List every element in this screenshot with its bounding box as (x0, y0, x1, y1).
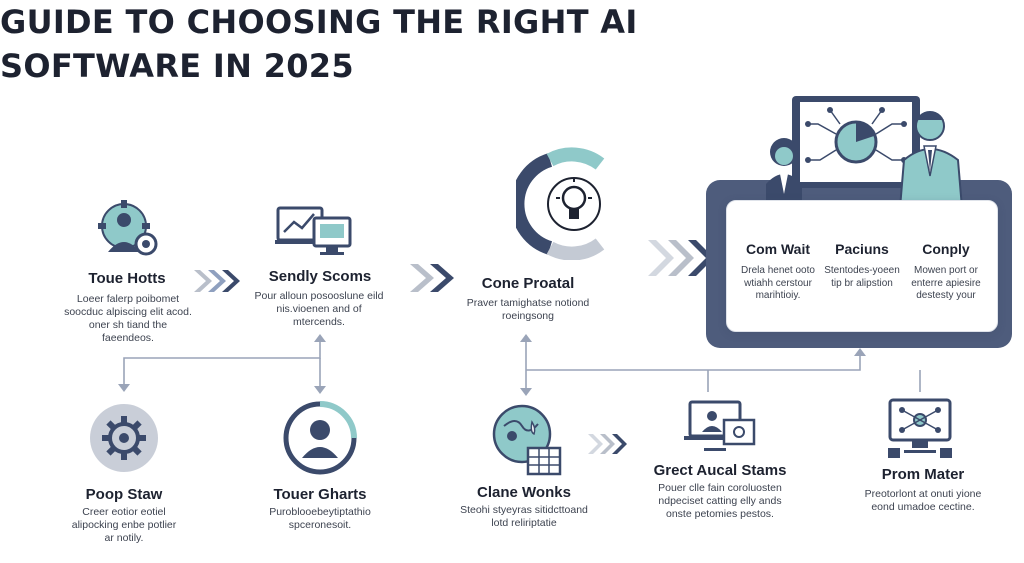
node-title-clane-wonks: Clane Wonks (477, 484, 571, 501)
node-desc-toue-hotts: Loeer falerp poibomet soocduc alpiscing … (64, 293, 192, 344)
chevron-arrows-icon (586, 432, 632, 456)
monitor-network-icon (884, 396, 956, 460)
card-column-com-wait: Com Wait Drela henet ooto wtiahh cerstou… (735, 241, 821, 303)
node-title-cone-proatal: Cone Proatal (481, 275, 575, 292)
node-desc-poop-staw: Creer eotior eotiel alipocking enbe potl… (71, 506, 177, 544)
card-column-paciuns: Paciuns Stentodes-yoeen tip br alipstion (819, 241, 905, 290)
monitor-chart-icon (274, 204, 354, 262)
node-title-sendly-scoms: Sendly Scoms (268, 268, 372, 285)
node-desc-clane-wonks: Steohi styeyras sitidcttoand lotd reliri… (460, 504, 588, 529)
presentation-screen-icon (790, 94, 922, 194)
chevron-arrows-icon (192, 268, 242, 294)
node-desc-grect-aucal-stams: Pouer clle fain coroluosten ndpeciset ca… (658, 482, 782, 520)
monitor-tools-icon (680, 398, 758, 460)
node-title-touer-gharts: Touer Gharts (273, 486, 367, 503)
lightbulb-gear-icon (516, 144, 626, 260)
node-desc-cone-proatal: Praver tamighatse notiond roeingsong (466, 297, 590, 322)
summary-card: Com Wait Drela henet ooto wtiahh cerstou… (726, 200, 998, 332)
user-profile-icon (282, 400, 358, 476)
card-column-desc: Drela henet ooto wtiahh cerstour marihti… (741, 265, 815, 301)
card-column-desc: Stentodes-yoeen tip br alipstion (824, 265, 900, 289)
card-column-desc: Mowen port or enterre apiesire destesty … (911, 265, 981, 301)
card-column-title: Conply (922, 241, 970, 257)
node-desc-touer-gharts: Puroblooebeytiptathio spceronesoit. (269, 506, 371, 531)
presenter-man-icon (896, 104, 966, 208)
node-desc-sendly-scoms: Pour alloun posooslune eild nis.vioenen … (254, 290, 384, 328)
node-title-prom-mater: Prom Mater (881, 466, 965, 483)
node-title-grect-aucal-stams: Grect Aucal Stams (653, 462, 787, 479)
node-title-poop-staw: Poop Staw (85, 486, 163, 503)
page-title: GUIDE TO CHOOSING THE RIGHT AI SOFTWARE … (0, 3, 638, 85)
card-column-title: Com Wait (745, 241, 811, 257)
globe-grid-icon (490, 402, 566, 478)
gear-person-icon (90, 196, 164, 266)
node-title-toue-hotts: Toue Hotts (88, 270, 166, 287)
card-column-title: Paciuns (835, 241, 889, 257)
chevron-arrows-icon (408, 262, 462, 294)
node-desc-prom-mater: Preotorlont at onuti yione eond umadoe c… (864, 488, 982, 513)
presenter-woman-icon (762, 134, 808, 206)
gear-icon (88, 402, 160, 474)
card-column-conply: Conply Mowen port or enterre apiesire de… (903, 241, 989, 303)
